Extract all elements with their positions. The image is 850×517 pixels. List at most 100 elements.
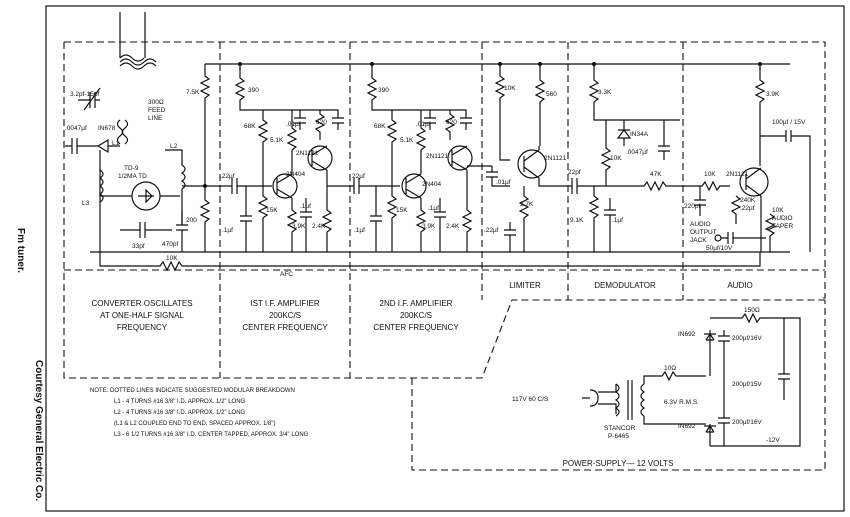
svg-text:IN34A: IN34A [630, 131, 649, 138]
svg-text:(L1 & L2 COUPLED END TO END, S: (L1 & L2 COUPLED END TO END, SPACED APPR… [114, 421, 276, 427]
svg-text:AT ONE-HALF SIGNAL: AT ONE-HALF SIGNAL [100, 311, 184, 320]
svg-text:620: 620 [446, 119, 457, 126]
svg-text:FEED: FEED [148, 107, 166, 114]
svg-text:100µf / 15V: 100µf / 15V [772, 119, 806, 126]
svg-text:7.5K: 7.5K [186, 89, 200, 96]
svg-text:TD-9: TD-9 [124, 165, 139, 172]
svg-text:.01µf: .01µf [416, 121, 431, 128]
svg-text:2N1121: 2N1121 [544, 155, 567, 162]
svg-text:220pf: 220pf [684, 203, 700, 210]
svg-text:.0047µf: .0047µf [626, 149, 648, 156]
svg-text:CONVERTER OSCILLATES: CONVERTER OSCILLATES [91, 299, 192, 308]
svg-text:IN692: IN692 [678, 331, 696, 338]
svg-text:AUDIO: AUDIO [690, 221, 711, 228]
svg-text:200µf/16V: 200µf/16V [732, 335, 762, 342]
svg-text:L3: L3 [82, 200, 90, 207]
svg-text:L1 - 4 TURNS #16 3/8" I.D. APP: L1 - 4 TURNS #16 3/8" I.D. APPROX. 1/2" … [114, 399, 246, 405]
svg-text:OUTPUT: OUTPUT [690, 229, 717, 236]
svg-text:15K: 15K [396, 207, 408, 214]
svg-text:TAPER: TAPER [772, 223, 793, 230]
figure-credit: Courtesy General Electric Co. [33, 360, 44, 501]
svg-text:DEMODULATOR: DEMODULATOR [594, 281, 656, 290]
svg-text:10K: 10K [504, 85, 516, 92]
figure-title: Fm tuner. [15, 228, 26, 273]
svg-text:10K: 10K [166, 255, 178, 262]
if2-stage: 22µf 390 68K 15K .1µf 2N404 3.9K 5.1K .0… [327, 62, 473, 252]
svg-text:2N1121: 2N1121 [296, 150, 319, 157]
afc-label: AFC [280, 271, 293, 278]
svg-text:L2: L2 [170, 143, 178, 150]
svg-text:-12V: -12V [766, 437, 780, 444]
svg-text:IN692: IN692 [678, 423, 696, 430]
svg-text:2ND I.F. AMPLIFIER: 2ND I.F. AMPLIFIER [380, 299, 453, 308]
svg-text:3.2pf-15pf: 3.2pf-15pf [70, 91, 99, 98]
svg-text:.1µf: .1µf [612, 217, 623, 224]
svg-text:NOTE: DOTTED LINES INDICATE SU: NOTE: DOTTED LINES INDICATE SUGGESTED MO… [90, 388, 295, 394]
svg-text:AUDIO: AUDIO [727, 281, 752, 290]
svg-text:5.1K: 5.1K [400, 137, 414, 144]
svg-text:.01µf: .01µf [286, 121, 301, 128]
svg-text:AUDIO: AUDIO [772, 215, 793, 222]
svg-text:P-6465: P-6465 [608, 433, 629, 440]
audio-stage: 10K 220pf 3.9K 2N1121 100µf / 15V 240K .… [674, 62, 811, 252]
svg-text:IST I.F. AMPLIFIER: IST I.F. AMPLIFIER [250, 299, 319, 308]
svg-text:3.3K: 3.3K [598, 89, 612, 96]
if1-stage: .22µf 390 68K 15K .1µf 2N404 3.9K 5.1K .… [220, 62, 344, 252]
svg-text:200: 200 [186, 217, 197, 224]
svg-text:15K: 15K [266, 207, 278, 214]
svg-text:390: 390 [378, 87, 389, 94]
svg-text:2N404: 2N404 [422, 181, 442, 188]
svg-text:2.4K: 2.4K [312, 223, 326, 230]
converter-stage: 300Ω FEED LINE L1 3.2pf-15pf .0047µf IN6… [65, 12, 230, 252]
svg-text:3.9K: 3.9K [292, 223, 306, 230]
svg-text:CENTER FREQUENCY: CENTER FREQUENCY [242, 323, 328, 332]
svg-text:117V 60 C/S: 117V 60 C/S [512, 396, 549, 403]
svg-text:1/2MA TD: 1/2MA TD [118, 173, 147, 180]
svg-text:.1µf: .1µf [428, 205, 439, 212]
svg-text:.1µf: .1µf [354, 227, 365, 234]
svg-text:560: 560 [546, 91, 557, 98]
svg-text:6.3V R.M.S.: 6.3V R.M.S. [664, 399, 699, 406]
svg-text:620: 620 [316, 119, 327, 126]
module-outline [63, 41, 826, 471]
svg-text:47K: 47K [650, 171, 662, 178]
svg-text:.0047µf: .0047µf [65, 125, 87, 132]
svg-text:LINE: LINE [148, 115, 163, 122]
svg-text:200KC/S: 200KC/S [269, 311, 301, 320]
svg-text:2N1121: 2N1121 [426, 153, 449, 160]
svg-text:.1µf: .1µf [300, 203, 311, 210]
svg-text:L3 - 6 1/2 TURNS #16 3/8" I.D.: L3 - 6 1/2 TURNS #16 3/8" I.D. CENTER TA… [114, 432, 309, 438]
svg-text:470pf: 470pf [162, 241, 178, 248]
power-supply: 117V 60 C/S STANCOR P-6465 10Ω 6.3V R.M.… [512, 307, 801, 468]
svg-text:JACK: JACK [690, 237, 707, 244]
svg-text:33pf: 33pf [132, 243, 145, 250]
page-border [45, 5, 845, 512]
limiter-stage: .01µf 10K 560 2N1121 2.7K .22µf [467, 62, 568, 252]
svg-text:390: 390 [248, 87, 259, 94]
svg-text:300Ω: 300Ω [148, 99, 164, 106]
svg-text:IN678: IN678 [98, 125, 116, 132]
svg-text:150Ω: 150Ω [744, 307, 760, 314]
svg-text:10K: 10K [610, 155, 622, 162]
svg-text:3.9K: 3.9K [422, 223, 436, 230]
svg-text:L2 - 4 TURNS #16 3/8" I.D. APP: L2 - 4 TURNS #16 3/8" I.D. APPROX. 1/2" … [114, 410, 246, 416]
svg-text:2N404: 2N404 [286, 171, 306, 178]
svg-text:200µf/16V: 200µf/16V [732, 419, 762, 426]
svg-text:2.7K: 2.7K [520, 201, 534, 208]
svg-text:FREQUENCY: FREQUENCY [117, 323, 168, 332]
svg-text:STANCOR: STANCOR [604, 425, 636, 432]
svg-text:10K: 10K [772, 207, 784, 214]
svg-text:200µf/15V: 200µf/15V [732, 381, 762, 388]
svg-text:L1: L1 [112, 140, 120, 147]
svg-text:50µf/10V: 50µf/10V [706, 245, 733, 252]
svg-text:LIMITER: LIMITER [509, 281, 541, 290]
svg-text:22pf: 22pf [568, 169, 581, 176]
svg-text:.22µf: .22µf [740, 205, 755, 212]
svg-text:200KC/S: 200KC/S [400, 311, 432, 320]
svg-text:2.4K: 2.4K [446, 223, 460, 230]
svg-text:68K: 68K [374, 123, 386, 130]
notes-block: NOTE: DOTTED LINES INDICATE SUGGESTED MO… [90, 388, 309, 438]
afc-line: 10K AFC [99, 240, 761, 278]
svg-text:22µf: 22µf [352, 173, 365, 180]
